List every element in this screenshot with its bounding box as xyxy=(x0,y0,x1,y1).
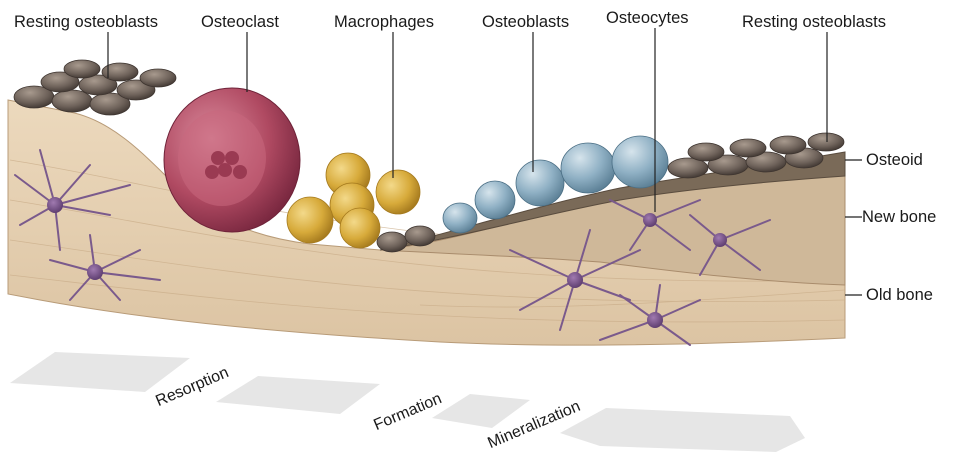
osteoclast-cell xyxy=(164,88,300,232)
label-osteoid: Osteoid xyxy=(866,152,923,169)
label-osteoclast: Osteoclast xyxy=(201,14,279,31)
label-osteoblasts: Osteoblasts xyxy=(482,14,569,31)
label-old-bone: Old bone xyxy=(866,287,933,304)
label-new-bone: New bone xyxy=(862,209,936,226)
label-osteocytes: Osteocytes xyxy=(606,10,689,27)
arrow-segment-1 xyxy=(10,352,190,392)
arrow-segment-2 xyxy=(216,376,380,414)
arrow-head xyxy=(560,408,805,452)
label-resting-osteoblasts-left: Resting osteoblasts xyxy=(14,14,158,31)
label-macrophages: Macrophages xyxy=(334,14,434,31)
resting-osteoblasts-left xyxy=(14,60,176,115)
label-resting-osteoblasts-right: Resting osteoblasts xyxy=(742,14,886,31)
